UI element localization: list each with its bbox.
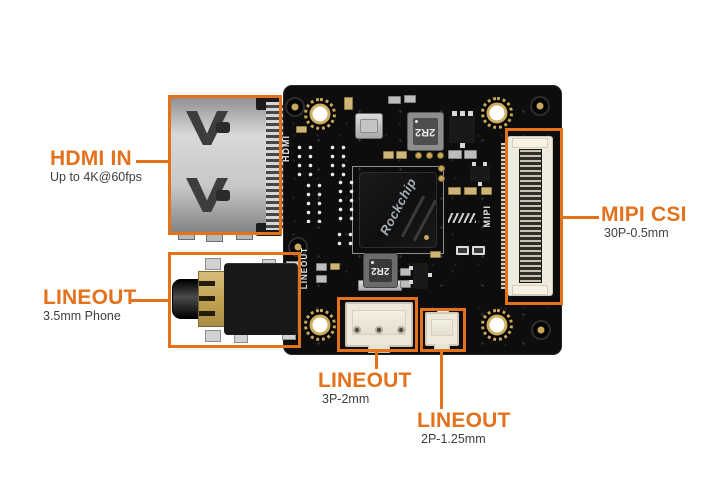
mounting-hole-top-right xyxy=(481,97,513,129)
lineout-2p-sublabel: 2P-1.25mm xyxy=(421,432,486,446)
inductor-marking: 2R2 xyxy=(371,265,390,276)
sot23-transistor xyxy=(470,162,490,186)
silkscreen-hdmi: HDMI xyxy=(281,135,291,162)
passive-component xyxy=(296,126,307,133)
mipi-csi-sublabel: 30P-0.5mm xyxy=(604,226,669,240)
passive-component xyxy=(344,97,353,110)
pin1-marker xyxy=(424,235,429,240)
passive-component xyxy=(400,280,411,288)
lineout-3p-bracket xyxy=(337,297,418,352)
pin-header-pads xyxy=(325,141,347,177)
jack-solder-pad xyxy=(205,258,221,270)
pin-header-pads xyxy=(333,176,357,222)
callout-line xyxy=(375,352,378,369)
silkscreen-mipi: MIPI xyxy=(482,205,492,228)
ffc-latch xyxy=(512,138,548,148)
ffc-latch xyxy=(512,285,548,295)
lineout-2p-bracket xyxy=(420,308,466,352)
hdmi-in-sublabel: Up to 4K@60fps xyxy=(50,170,142,184)
mipi-csi-label: MIPI CSI xyxy=(601,203,687,226)
passive-component xyxy=(383,151,394,159)
sot23-transistor xyxy=(409,263,432,289)
resistor-array xyxy=(447,212,477,224)
callout-line xyxy=(562,216,599,219)
lineout-phone-label: LINEOUT xyxy=(43,286,137,309)
hdmi-slot-detail xyxy=(216,190,230,201)
annotation-lineout-2p: LINEOUT 2P-1.25mm xyxy=(417,409,511,447)
callout-line xyxy=(136,160,169,163)
pcb-hole xyxy=(530,96,550,116)
passive-component xyxy=(388,96,401,104)
passive-component xyxy=(464,150,477,159)
rockchip-marking: Rockchip xyxy=(376,175,420,238)
pcb-hole xyxy=(531,320,551,340)
pin-header-pads xyxy=(332,228,354,246)
test-point xyxy=(437,152,444,159)
passive-component xyxy=(448,187,461,195)
power-inductor-top: 2R2 xyxy=(407,112,444,151)
inductor-marking: 2R2 xyxy=(415,125,436,138)
jack-solder-pad xyxy=(205,330,221,342)
mounting-hole-bottom-left xyxy=(304,309,336,341)
test-point xyxy=(438,175,445,182)
passive-component xyxy=(448,150,462,159)
passive-component xyxy=(481,187,492,195)
hdmi-pin-row xyxy=(266,102,283,230)
annotation-hdmi-in: HDMI IN Up to 4K@60fps xyxy=(50,147,142,185)
lineout-3p-label: LINEOUT xyxy=(318,369,412,392)
mipi-bracket xyxy=(505,128,563,305)
test-point xyxy=(438,165,445,172)
annotation-lineout-phone: LINEOUT 3.5mm Phone xyxy=(43,286,137,324)
lineout-2p-label: LINEOUT xyxy=(417,409,511,432)
hdmi-slot-detail xyxy=(216,122,230,133)
connector-pin xyxy=(397,326,405,334)
passive-component xyxy=(456,246,469,255)
test-point xyxy=(415,152,422,159)
passive-component xyxy=(330,263,340,270)
passive-component xyxy=(400,268,411,276)
connector-pin xyxy=(353,326,361,334)
pin-header-pads xyxy=(292,141,316,177)
soc-chip: Rockchip xyxy=(359,172,437,248)
lineout-phone-sublabel: 3.5mm Phone xyxy=(43,309,121,323)
ffc-contact-slot xyxy=(519,149,542,283)
passive-component xyxy=(396,151,407,159)
silkscreen-lineout: LINEOUT xyxy=(300,247,309,290)
callout-line xyxy=(440,352,443,409)
hdmi-in-label: HDMI IN xyxy=(50,147,132,170)
mounting-hole-top-left xyxy=(304,98,336,130)
pcb-hole xyxy=(285,97,305,117)
passive-component xyxy=(316,275,327,283)
annotation-lineout-3p: LINEOUT 3P-2mm xyxy=(318,369,412,407)
audio-jack-contacts xyxy=(198,271,226,327)
test-point xyxy=(426,152,433,159)
sot23-transistor xyxy=(449,111,475,148)
audio-jack-bracket xyxy=(168,252,301,348)
passive-component xyxy=(464,187,477,195)
passive-component xyxy=(472,246,485,255)
audio-jack-body xyxy=(224,263,298,335)
annotation-mipi-csi: MIPI CSI 30P-0.5mm xyxy=(601,203,687,241)
audio-jack-barrel xyxy=(172,279,200,319)
passive-component xyxy=(404,95,416,103)
passive-component xyxy=(430,251,441,258)
crystal-oscillator xyxy=(355,113,383,139)
mounting-hole-bottom-right xyxy=(481,309,513,341)
passive-component xyxy=(316,263,327,271)
hdmi-bracket xyxy=(168,95,282,235)
connector-pin xyxy=(375,326,383,334)
callout-line xyxy=(131,299,169,302)
pin-header-pads xyxy=(301,179,323,223)
lineout-3p-sublabel: 3P-2mm xyxy=(322,392,370,406)
power-inductor-bottom: 2R2 xyxy=(363,253,398,288)
